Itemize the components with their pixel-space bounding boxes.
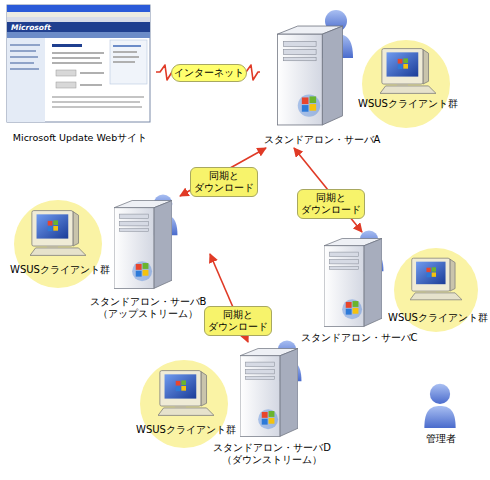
content-button	[56, 70, 76, 76]
edge-label-box: インターネット	[171, 64, 247, 82]
panel-line	[113, 61, 135, 63]
node-label: Microsoft Update Webサイト	[4, 132, 156, 144]
edge-label: 同期と ダウンロード	[192, 170, 256, 194]
website-screenshot	[7, 5, 150, 122]
nav-strip	[7, 32, 150, 38]
node-label: 管理者	[414, 433, 468, 445]
nav-line	[10, 68, 39, 70]
nav-line	[10, 56, 38, 58]
server-icon	[324, 239, 382, 327]
edge-label-box: 同期と ダウンロード	[204, 306, 272, 336]
edge-label-box: 同期と ダウンロード	[297, 189, 365, 219]
content-line	[52, 52, 104, 54]
node-label: WSUSクライアント群	[8, 264, 112, 276]
node-label: スタンドアロン・サーバB （アップストリーム）	[86, 296, 210, 320]
nav-line	[10, 44, 40, 46]
content-line	[52, 62, 102, 64]
edge-label-box: 同期と ダウンロード	[190, 167, 258, 197]
client-monitor	[380, 49, 436, 94]
left-nav	[7, 38, 45, 122]
node-label: スタンドアロン・サーバC	[298, 332, 420, 344]
title-bar	[7, 5, 150, 12]
node-label: WSUSクライアント群	[356, 98, 460, 110]
content-line	[52, 96, 144, 98]
sync-arrow	[180, 148, 266, 196]
nav-line	[10, 62, 34, 64]
content-heading	[52, 44, 82, 47]
server-icon	[114, 201, 172, 289]
panel-line	[113, 51, 137, 53]
client-monitor	[410, 258, 462, 300]
edge-label: 同期と ダウンロード	[299, 192, 363, 216]
nav-line	[10, 50, 36, 52]
side-panel	[110, 40, 147, 84]
node-label: スタンドアロン・サーバA	[260, 134, 384, 146]
content-line	[80, 72, 104, 74]
node-label: スタンドアロン・サーバD （ダウンストリーム）	[210, 442, 334, 466]
site-header	[7, 22, 150, 32]
edge-label: 同期と ダウンロード	[206, 309, 270, 333]
address-bar	[7, 17, 150, 22]
server-icon	[277, 26, 342, 125]
content-line	[80, 84, 102, 86]
menu-bar	[7, 12, 150, 17]
browser-window	[7, 5, 150, 122]
edge-label: インターネット	[173, 67, 245, 79]
client-group-circle-shape	[362, 40, 450, 128]
content-line	[52, 101, 140, 103]
content-button	[56, 82, 76, 88]
panel-line	[113, 56, 139, 58]
content-line	[52, 57, 100, 59]
client-monitor	[158, 371, 214, 416]
server-icon	[240, 349, 298, 437]
content-line	[52, 106, 142, 108]
node-label: WSUSクライアント群	[388, 312, 488, 324]
client-monitor	[30, 211, 86, 256]
panel-line	[113, 45, 141, 47]
node-label: WSUSクライアント群	[134, 424, 238, 436]
site-logo-text: Microsoft	[11, 23, 71, 32]
admin-figure	[424, 384, 455, 428]
